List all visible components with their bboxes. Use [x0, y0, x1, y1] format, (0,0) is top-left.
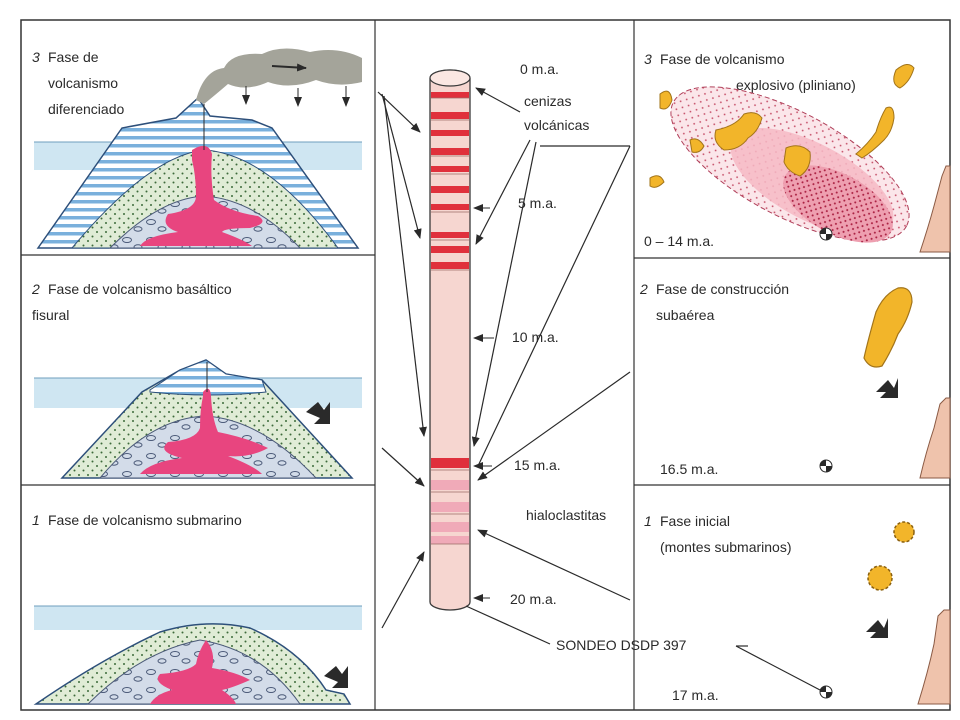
- magma-body: [150, 640, 250, 704]
- ash-bands: [431, 92, 469, 545]
- island-shape: [855, 106, 895, 159]
- core-band: [431, 92, 469, 98]
- panel-left-2: 2 Fase de volcanismo basáltico fisural: [31, 281, 362, 479]
- borehole-label: SONDEO DSDP 397: [556, 637, 687, 653]
- core-band: [431, 536, 469, 544]
- unit-label: hialoclastitas: [526, 507, 606, 523]
- panel-number: 2: [31, 281, 40, 297]
- island-shape: [893, 64, 915, 89]
- panel-age-label: 17 m.a.: [672, 687, 719, 703]
- panel-title-line: (montes submarinos): [660, 539, 792, 555]
- svg-text:1: 1: [644, 513, 652, 529]
- continent-coast: [919, 397, 951, 479]
- panel-title-line: Fase de: [48, 49, 99, 65]
- panel-number: 3: [32, 49, 40, 65]
- svg-text:3: 3: [644, 51, 652, 67]
- seamount-site: [867, 565, 893, 591]
- panel-title-line: diferenciado: [48, 101, 124, 117]
- island-shape: [689, 138, 705, 153]
- core-band: [431, 502, 469, 512]
- panel-left-1: 1 Fase de volcanismo submarino: [32, 512, 362, 705]
- panel-number: 1: [32, 512, 40, 528]
- movement-arrow-icon: [306, 402, 330, 424]
- panel-title-line: explosivo (pliniano): [736, 77, 856, 93]
- panel-title-line: Fase de volcanismo submarino: [48, 512, 242, 528]
- panel-title-line: Fase de construcción: [656, 281, 789, 297]
- age-label: 5 m.a.: [518, 195, 557, 211]
- age-label: 20 m.a.: [510, 591, 557, 607]
- borehole-column-panel: 0 m.a. 5 m.a. 10 m.a. 15 m.a. 20 m.a. ce…: [377, 61, 821, 691]
- core-band: [431, 480, 469, 490]
- panel-number: 2: [639, 281, 648, 297]
- panel-right-1: 1 Fase inicial (montes submarinos) 17 m.…: [644, 513, 951, 705]
- unit-label: volcánicas: [524, 117, 589, 133]
- svg-text:2: 2: [31, 281, 40, 297]
- age-label: 0 m.a.: [520, 61, 559, 77]
- continent-coast: [919, 165, 951, 253]
- island-shape: [649, 175, 665, 188]
- core-band: [431, 148, 469, 155]
- core-band: [431, 166, 469, 172]
- core-band: [431, 232, 469, 238]
- panel-left-3: 3 Fase de volcanismo diferenciado: [32, 48, 362, 249]
- panel-title-line: volcanismo: [48, 75, 118, 91]
- basalt-flows: [149, 359, 267, 396]
- unit-label: cenizas: [524, 93, 571, 109]
- svg-text:2: 2: [639, 281, 648, 297]
- seamount-site: [893, 521, 915, 543]
- svg-text:3: 3: [32, 49, 40, 65]
- island-shape: [863, 287, 913, 368]
- core-band: [431, 186, 469, 193]
- island-shape: [714, 112, 763, 151]
- panel-age-label: 16.5 m.a.: [660, 461, 718, 477]
- panel-right-2: 2 Fase de construcción subaérea 16.5 m.a…: [639, 281, 951, 479]
- core-band: [431, 204, 469, 210]
- continent-coast: [917, 609, 951, 705]
- core-band: [431, 112, 469, 119]
- ash-plume: [196, 48, 362, 104]
- panel-title-line: Fase inicial: [660, 513, 730, 529]
- age-label: 10 m.a.: [512, 329, 559, 345]
- panel-title-line: Fase de volcanismo: [660, 51, 785, 67]
- age-label: 15 m.a.: [514, 457, 561, 473]
- column-top: [429, 69, 471, 87]
- movement-arrow-icon: [324, 666, 348, 688]
- magma-body: [140, 145, 263, 246]
- island-shape: [783, 145, 811, 177]
- island-shape: [659, 90, 673, 110]
- core-band: [431, 262, 469, 269]
- panel-right-3: 3 Fase de volcanismo explosivo (pliniano…: [644, 51, 951, 253]
- core-band: [431, 458, 469, 468]
- panel-title-line: fisural: [32, 307, 69, 323]
- core-band: [431, 246, 469, 253]
- magma-body: [140, 388, 268, 474]
- panel-age-label: 0 – 14 m.a.: [644, 233, 714, 249]
- movement-arrow-icon: [876, 378, 898, 398]
- ash-dispersion-zone-inner: [783, 165, 893, 243]
- panel-number: 1: [644, 513, 652, 529]
- svg-text:1: 1: [32, 512, 40, 528]
- core-band: [431, 130, 469, 136]
- panel-title-line: subaérea: [656, 307, 715, 323]
- movement-arrow-icon: [866, 618, 888, 638]
- panel-title-line: Fase de volcanismo basáltico: [48, 281, 232, 297]
- core-band: [431, 522, 469, 532]
- panel-number: 3: [644, 51, 652, 67]
